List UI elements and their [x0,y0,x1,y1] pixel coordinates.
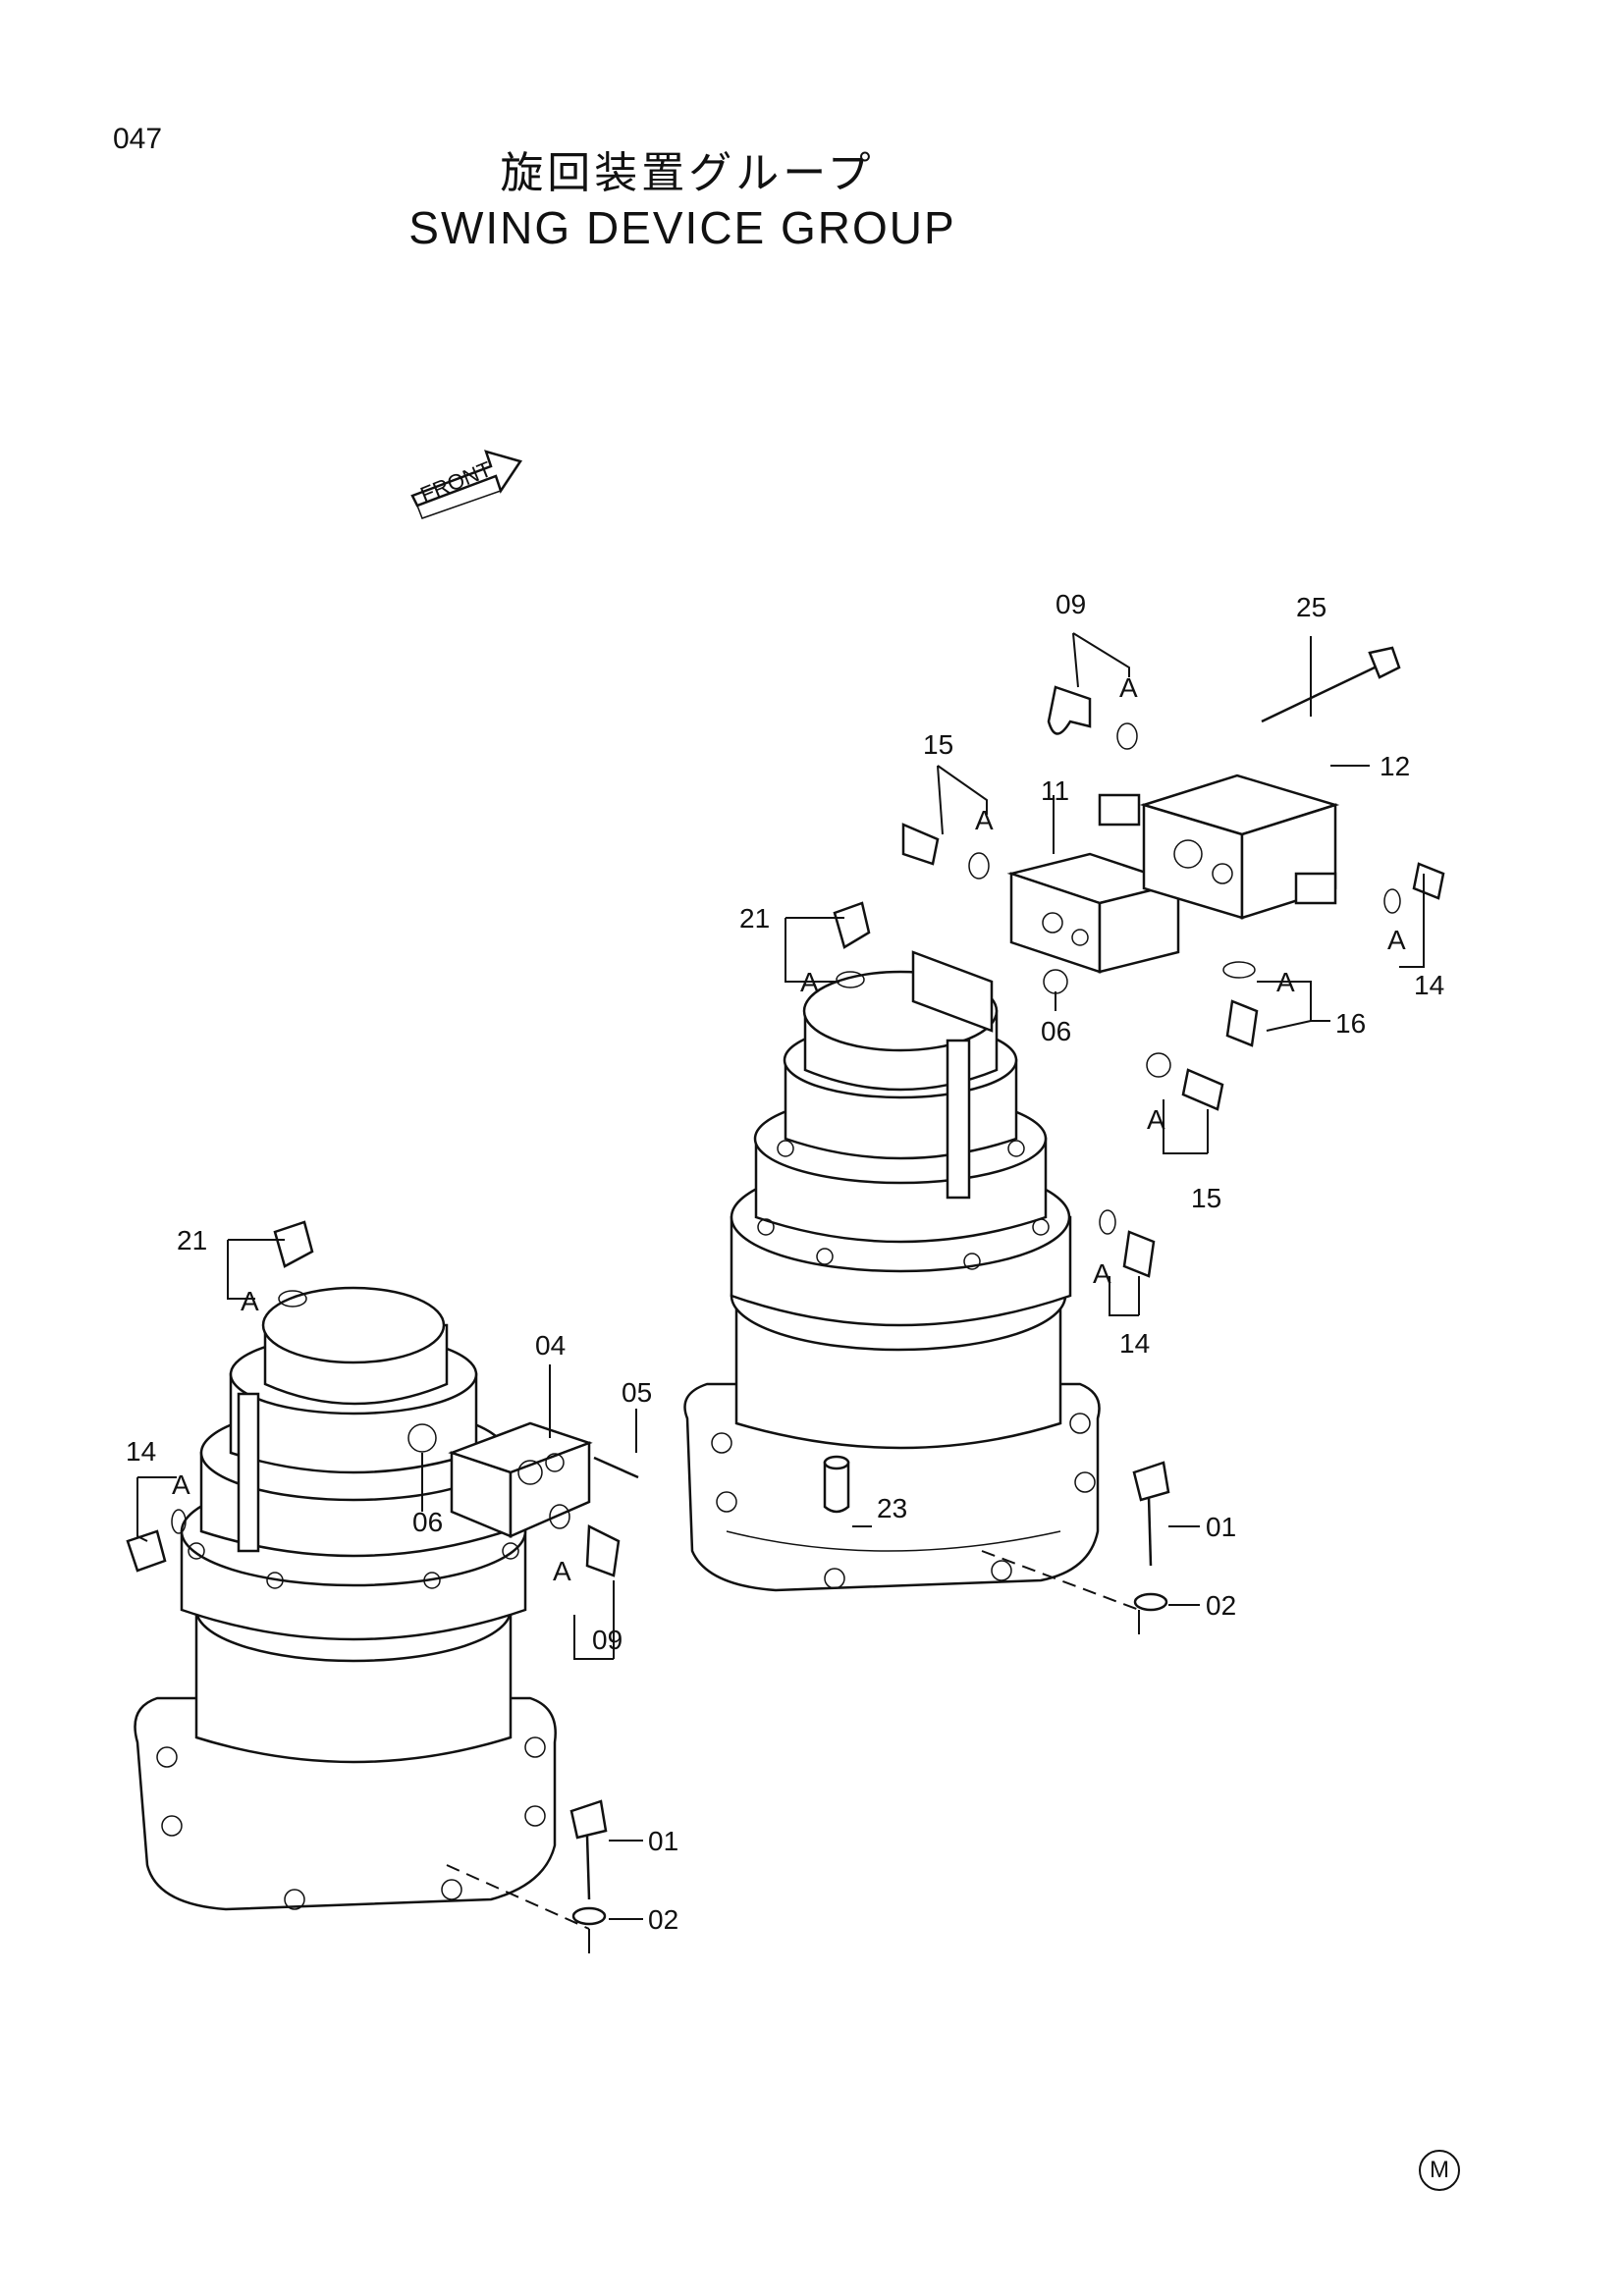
callout-a: A [553,1556,571,1586]
callout-01: 01 [1206,1512,1236,1542]
callout-12: 12 [1380,751,1410,781]
title-japanese: 旋回装置グループ [500,149,875,197]
callout-25: 25 [1296,592,1326,622]
bolt-05 [593,1456,639,1479]
swing-device-right [683,950,1140,1634]
valve-block-04 [448,1421,593,1538]
callout-09: 09 [592,1625,623,1655]
callout-a: A [172,1469,190,1500]
title-english: SWING DEVICE GROUP [408,202,956,253]
callout-a: A [1147,1104,1165,1135]
front-label: FRONT [417,456,496,507]
callout-a: A [241,1286,259,1316]
callout-15: 15 [923,729,953,760]
callout-14: 14 [126,1436,156,1467]
callout-16: 16 [1335,1008,1366,1039]
callout-09: 09 [1056,589,1086,619]
bolt-01-left [569,1799,608,1926]
callout-21: 21 [739,903,770,934]
callout-02: 02 [648,1904,678,1935]
callout-a: A [800,967,819,997]
callout-14: 14 [1119,1328,1150,1359]
callout-a: A [1276,967,1295,997]
callout-a: A [1387,925,1406,955]
callout-21: 21 [177,1225,207,1255]
bolt-25 [1261,646,1401,723]
callout-02: 02 [1206,1590,1236,1621]
callout-a: A [975,805,994,835]
bolt-01-right [1132,1461,1170,1612]
page-number: 047 [113,123,163,155]
callout-23: 23 [877,1493,907,1523]
leader-lines [136,632,1425,1920]
callout-06: 06 [1041,1016,1071,1046]
front-arrow-icon: FRONT [410,450,522,519]
fittings [126,685,1445,1577]
callout-01: 01 [648,1826,678,1856]
callout-14: 14 [1414,970,1444,1000]
callout-06: 06 [412,1507,443,1537]
callout-15: 15 [1191,1183,1221,1213]
callout-11: 11 [1041,775,1069,806]
callout-a: A [1119,672,1138,703]
m-mark: M [1419,2150,1460,2191]
o-rings [171,722,1401,1534]
swing-device-left [134,1286,590,1953]
callout-05: 05 [622,1377,652,1408]
callout-a: A [1093,1258,1111,1289]
valve-block-11 [1006,852,1183,974]
valve-block-12 [1098,774,1340,920]
callout-04: 04 [535,1330,566,1361]
